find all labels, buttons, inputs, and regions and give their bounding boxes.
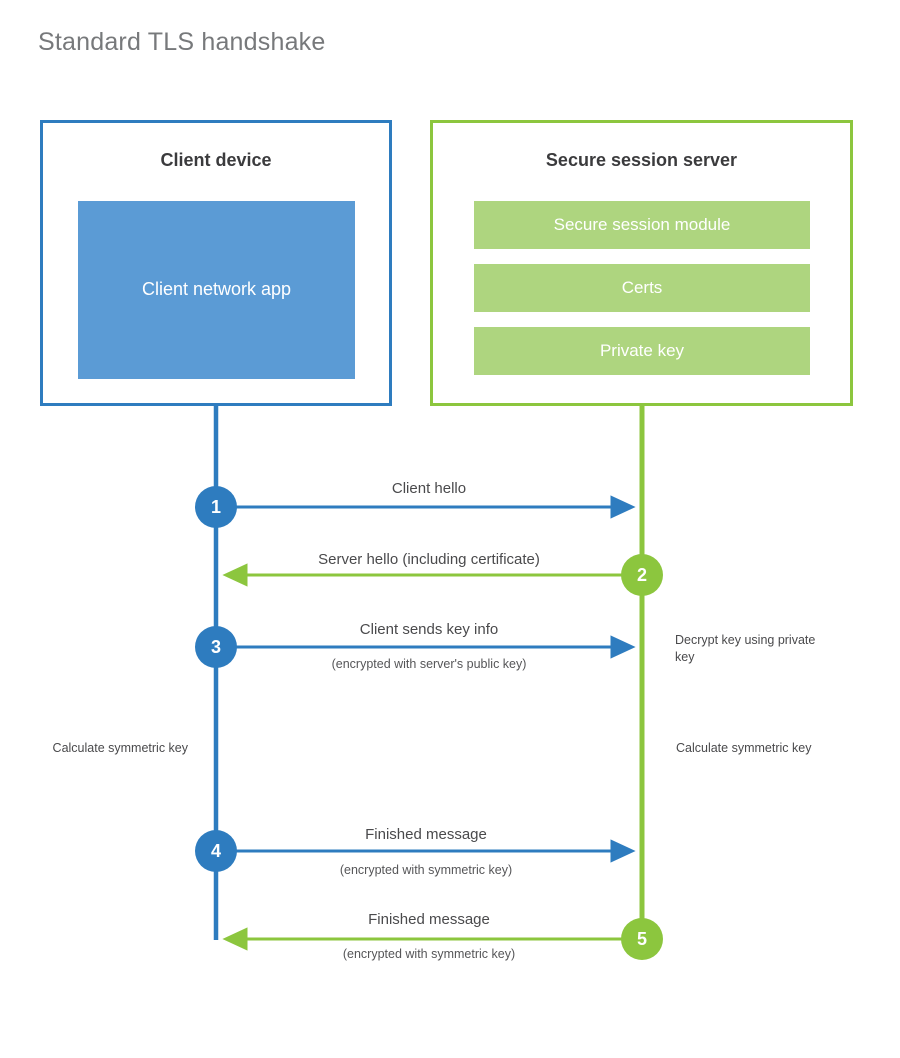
step-5-sublabel: (encrypted with symmetric key) [342,947,516,961]
server-component-certs: Certs [474,264,810,312]
step-marker-5: 5 [621,918,663,960]
step-5-label: Finished message [368,911,490,928]
client-device-box: Client device Client network app [40,120,392,406]
step-4-label: Finished message [365,826,487,843]
step-2-label: Server hello (including certificate) [318,551,540,568]
server-component-private-key: Private key [474,327,810,375]
step-marker-2: 2 [621,554,663,596]
note-calculate-symmetric-key-server: Calculate symmetric key [676,741,812,755]
note-calculate-symmetric-key-client: Calculate symmetric key [52,741,188,755]
server-component-secure-session-module: Secure session module [474,201,810,249]
step-marker-3: 3 [195,626,237,668]
note-decrypt-key: Decrypt key using private key [675,633,816,665]
client-device-title: Client device [160,150,272,170]
secure-session-server-title: Secure session server [545,150,738,170]
step-4-sublabel: (encrypted with symmetric key) [339,863,513,877]
client-network-app-block: Client network app [78,201,355,379]
step-3-label: Client sends key info [359,621,499,638]
secure-session-server-box: Secure session server Secure session mod… [430,120,853,406]
step-marker-4: 4 [195,830,237,872]
step-3-sublabel: (encrypted with server's public key) [331,657,527,671]
step-marker-1: 1 [195,486,237,528]
page-title: Standard TLS handshake [38,28,326,56]
step-1-label: Client hello [391,480,467,497]
